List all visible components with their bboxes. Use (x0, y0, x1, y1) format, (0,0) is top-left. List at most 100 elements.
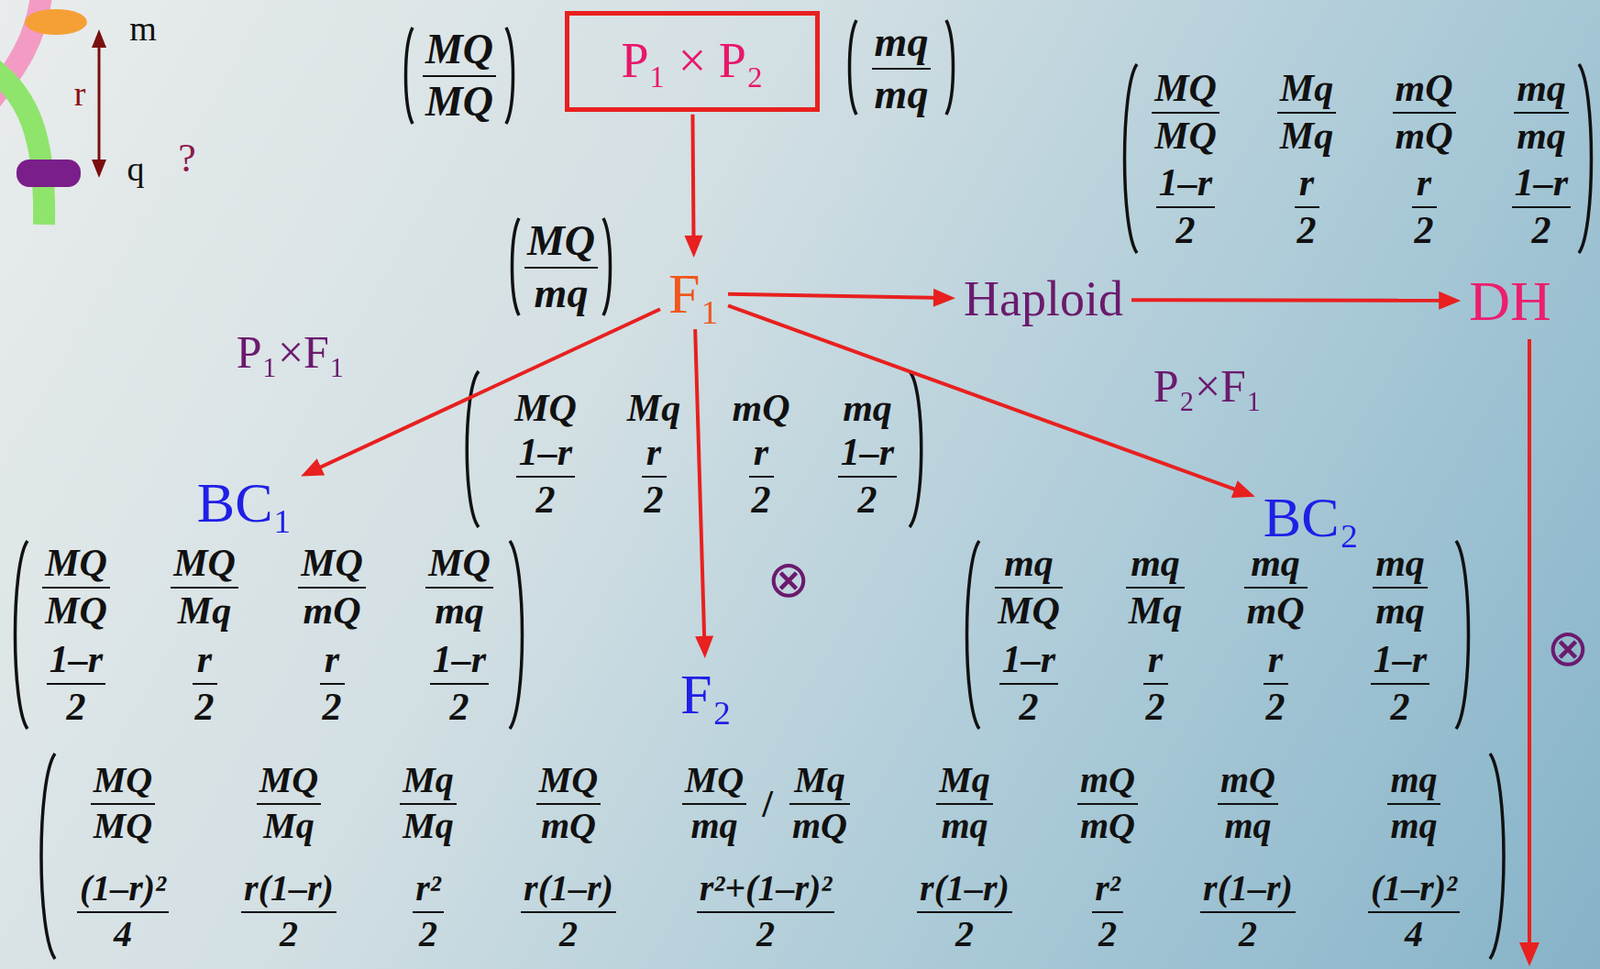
probability-label: 1–r (1002, 640, 1056, 679)
probability-label: 2 (66, 687, 87, 727)
matrix-bracket (909, 371, 922, 528)
locus-label: q (127, 151, 145, 187)
genotype-label: MQ (93, 761, 153, 799)
probability-label: r(1–r) (243, 870, 334, 907)
fraction-bar (536, 803, 601, 806)
genotype-label: MQ (44, 543, 108, 583)
probability-label: 2 (751, 480, 772, 519)
paren (946, 20, 954, 115)
probability-label: 2 (955, 915, 974, 953)
fraction-bar (1217, 803, 1279, 806)
matrix-bracket (41, 753, 56, 960)
distance-label: r (74, 76, 87, 111)
genotype-label: Mq (938, 761, 991, 799)
genotype-label: Mq (794, 761, 846, 799)
probability-label: 2 (1414, 210, 1435, 250)
matrix-bracket (1489, 753, 1504, 960)
probability-label: r (1299, 163, 1314, 202)
fraction-bar (1151, 111, 1220, 114)
probability-label: r² (415, 870, 442, 907)
paren (512, 218, 520, 316)
probability-label: r² (1094, 870, 1121, 907)
probability-label: (1–r)² (79, 870, 166, 907)
genotype-label: mq (1004, 543, 1054, 583)
genotype-label: mq (940, 807, 988, 845)
gamete-label: Mq (627, 388, 681, 428)
dh-arrow (1527, 339, 1532, 947)
fraction-bar (77, 911, 169, 914)
population-label: BC₂ (1257, 484, 1365, 551)
probability-label: 2 (322, 687, 343, 727)
genotype-label: MQ (1154, 68, 1217, 108)
dh-arrowhead (1519, 942, 1540, 967)
genotype-label: MQ (684, 761, 744, 799)
genotype-label: mq (534, 272, 589, 315)
probability-label: 1–r (432, 640, 486, 679)
fraction-bar (1077, 803, 1138, 806)
connector (300, 308, 661, 476)
probability-label: 2 (279, 915, 298, 953)
arrowhead (684, 235, 703, 258)
probability-label: 2 (1266, 687, 1286, 727)
fraction-bar (994, 586, 1063, 589)
connector-line (1131, 297, 1445, 303)
genotype-label: Mq (177, 591, 232, 630)
probability-label: 2 (1390, 687, 1411, 727)
population-label: F₂ (674, 661, 738, 728)
fraction-bar (696, 911, 836, 914)
arrowhead (933, 288, 956, 308)
genotype-label: MQ (425, 28, 494, 71)
fraction-bar (1092, 911, 1124, 914)
probability-label: r(1–r) (523, 870, 614, 907)
probability-label: 2 (1019, 687, 1039, 727)
genotype-label: MQ (527, 220, 596, 263)
fraction-bar (1387, 803, 1440, 806)
fraction-bar (170, 586, 239, 589)
node-text: Haploid (963, 272, 1124, 327)
matrix-bracket (1456, 540, 1469, 729)
fraction-bar (1392, 111, 1457, 114)
probability-label: r (646, 432, 662, 472)
fraction-bar (1263, 683, 1289, 685)
genotype-label: MQ (259, 761, 319, 799)
genotype-label: mQ (303, 591, 362, 630)
distance-arrow (98, 44, 101, 164)
matrix-bracket (15, 540, 29, 729)
genotype-label: MQ (425, 80, 494, 123)
probability-label: 4 (113, 915, 133, 953)
fraction-bar (871, 67, 932, 70)
genotype-label: mq (1375, 591, 1425, 630)
paren (406, 27, 414, 124)
fraction-bar (520, 911, 617, 914)
genotype-label: Mq (402, 807, 454, 845)
probability-label: 2 (1532, 210, 1552, 250)
probability-label: r(1–r) (919, 870, 1010, 907)
fraction-bar (682, 803, 747, 806)
fraction-bar (999, 683, 1059, 685)
gamete-label: mQ (732, 388, 791, 428)
probability-label: 2 (419, 915, 438, 953)
probability-label: 2 (756, 915, 775, 953)
node-text: BC₂ (1263, 485, 1359, 549)
fraction-bar (641, 475, 667, 478)
fraction-bar (42, 586, 111, 589)
genotype-label: Mq (1128, 591, 1182, 630)
genotype-label: mq (1390, 761, 1437, 799)
matrix-bracket (509, 540, 523, 729)
selfing-symbol: ⊗ (767, 553, 811, 606)
matrix-bracket (967, 540, 981, 729)
locus-label: m (129, 11, 157, 46)
probability-label: 1–r (1158, 163, 1213, 202)
probability-label: (1–r)² (1370, 870, 1457, 907)
probability-label: 1–r (518, 432, 573, 472)
probability-label: 2 (858, 480, 878, 519)
fraction-bar (90, 803, 155, 806)
genotype-label: MQ (539, 761, 598, 799)
probability-label: 1–r (1373, 640, 1427, 679)
cross-box: P₁ × P₂ (564, 11, 819, 111)
fraction-bar (256, 803, 321, 806)
connector (695, 329, 714, 659)
arrowhead (695, 636, 714, 659)
connector (684, 114, 703, 258)
probability-label: 2 (1098, 915, 1117, 953)
